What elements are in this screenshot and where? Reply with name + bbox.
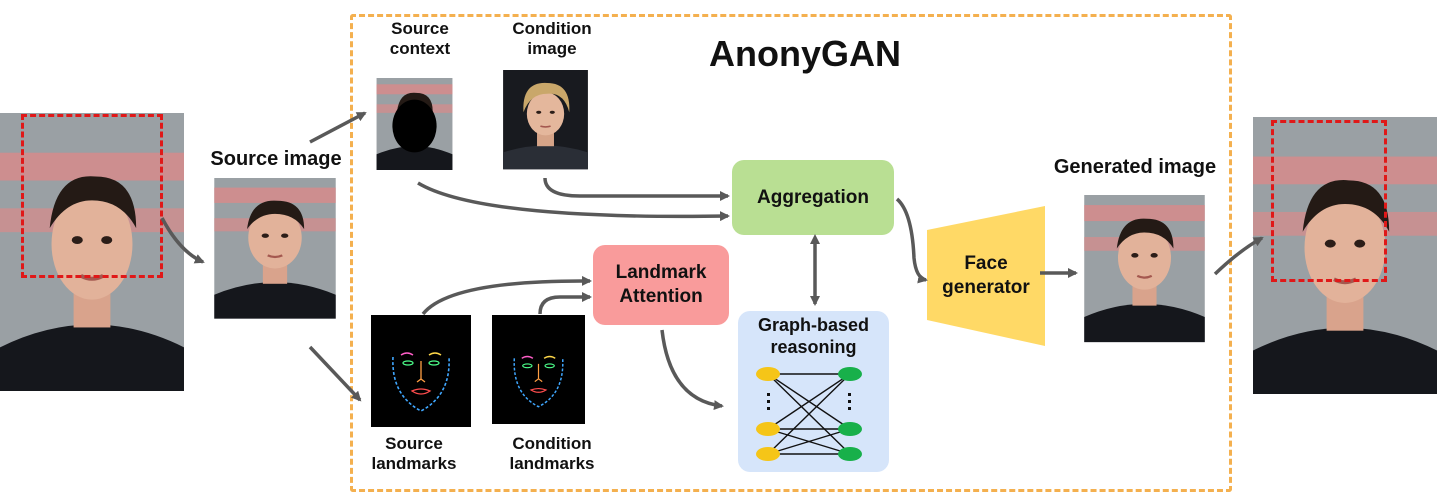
graph-node-right	[838, 447, 862, 461]
arrow-cond-landmarks-to-attention	[538, 292, 592, 315]
generated-image-label: Generated image	[1053, 156, 1217, 178]
graph-reasoning-box	[738, 311, 889, 472]
graph-node-left	[756, 367, 780, 381]
landmark-attention-box: Landmark Attention	[593, 245, 729, 325]
graph-nodes	[756, 367, 862, 461]
arrow-source-to-landmarks	[308, 345, 362, 402]
crop-box-output	[1271, 120, 1387, 282]
graph-node-left	[756, 422, 780, 436]
graph-reasoning-label: Graph-based reasoning	[757, 315, 870, 357]
crop-box-input	[21, 114, 163, 278]
source-landmarks-image	[371, 315, 471, 427]
graph-node-right	[838, 422, 862, 436]
condition-landmarks-label: Condition landmarks	[509, 434, 595, 474]
source-context-image	[372, 78, 457, 178]
source-image-label: Source image	[210, 148, 342, 170]
face-generator-shape	[927, 206, 1045, 346]
face-generator-label: Face generator	[942, 253, 1030, 298]
arrow-attention-to-graph	[660, 329, 724, 411]
arrow-context-to-aggregation	[417, 181, 730, 222]
condition-image-label: Condition image	[512, 19, 592, 59]
arrow-condition-to-aggregation	[543, 177, 730, 201]
source-landmarks-label: Source landmarks	[371, 434, 457, 474]
source-context-label: Source context	[389, 19, 451, 59]
anonygan-frame	[350, 14, 1232, 492]
arrow-generated-to-output	[1213, 236, 1264, 276]
graph-node-left	[756, 447, 780, 461]
arrow-input-to-source	[160, 217, 205, 264]
condition-landmarks-image	[492, 315, 585, 424]
arrow-source-to-context	[309, 111, 367, 144]
arrow-src-landmarks-to-attention	[421, 275, 592, 316]
arrow-aggregation-to-generator	[895, 197, 928, 284]
aggregation-box: Aggregation	[732, 160, 894, 235]
graph-node-right	[838, 367, 862, 381]
diagram-title: AnonyGAN	[709, 33, 901, 74]
